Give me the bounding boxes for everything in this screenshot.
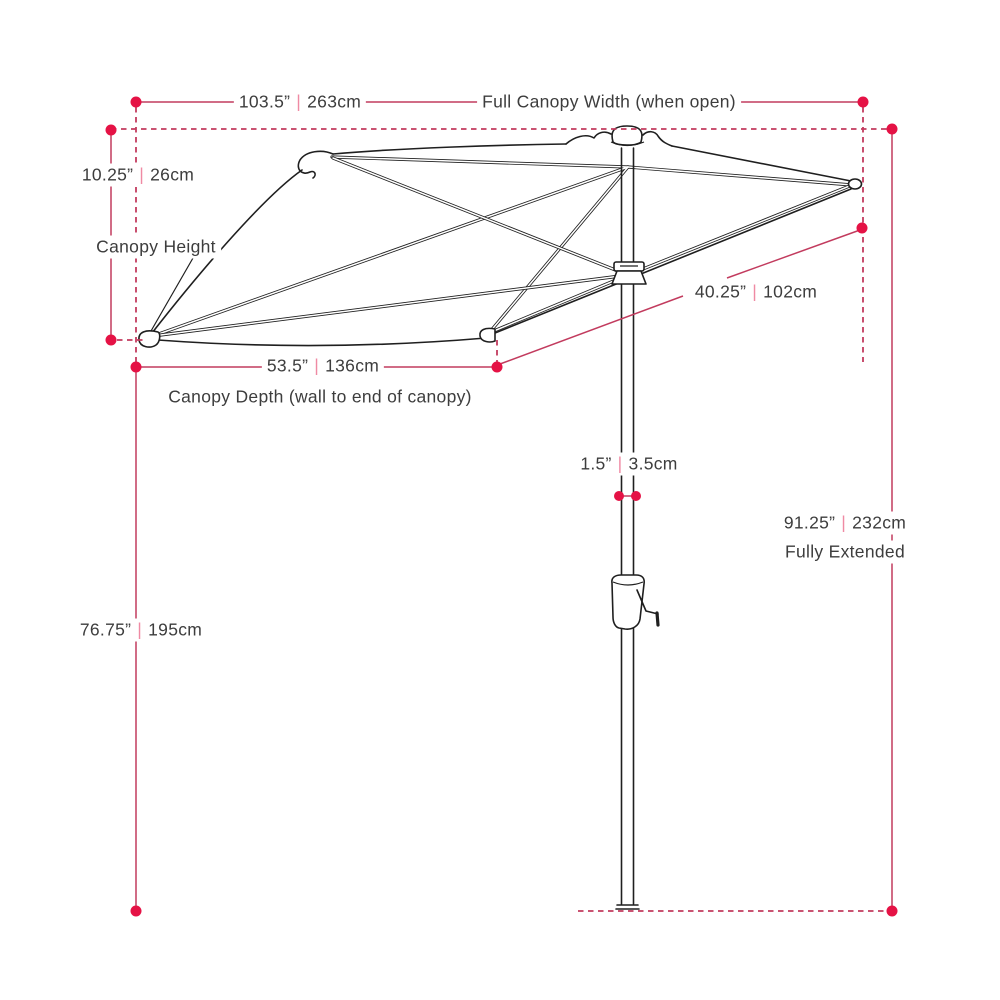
full-canopy-width-value: 103.5”|263cm: [233, 90, 367, 114]
full-canopy-width-caption: Full Canopy Width (when open): [477, 90, 741, 114]
dimension-dot: [130, 361, 142, 373]
cm-value: 136cm: [325, 355, 380, 376]
crank-arm: [636, 589, 659, 615]
crank-housing: [611, 574, 645, 630]
dimension-dot: [857, 96, 869, 108]
unit-separator: |: [139, 164, 145, 185]
diagonal-dim-line-a: [499, 295, 684, 365]
canopy-depth-caption: Canopy Depth (wall to end of canopy): [163, 385, 477, 409]
unit-separator: |: [617, 453, 623, 474]
umbrella-ribs: [151, 155, 854, 338]
left-tip-cap: [138, 330, 161, 348]
caption-text: Full Canopy Width (when open): [482, 91, 736, 112]
canopy-diagonal-value: 40.25”|102cm: [689, 280, 823, 304]
finial: [611, 125, 643, 146]
dimension-lines: [105, 96, 898, 917]
dimension-dot: [130, 96, 142, 108]
inches-value: 10.25”: [81, 164, 134, 185]
umbrella-canopy-outline: [151, 130, 852, 347]
canopy-height-leader-line: [150, 257, 194, 332]
inches-value: 1.5”: [580, 453, 612, 474]
unit-separator: |: [137, 619, 143, 640]
dimension-dot: [105, 124, 117, 136]
diagonal-dim-line-b: [726, 229, 861, 279]
cm-value: 263cm: [307, 91, 362, 112]
dimension-dot: [631, 491, 641, 501]
unit-separator: |: [296, 91, 302, 112]
dimension-dot: [856, 222, 868, 234]
cm-value: 195cm: [148, 619, 203, 640]
dimension-dot: [886, 123, 898, 135]
inches-value: 91.25”: [783, 512, 836, 533]
inches-value: 103.5”: [238, 91, 291, 112]
fully-extended-value: 91.25”|232cm: [778, 511, 912, 535]
inches-value: 76.75”: [79, 619, 132, 640]
pole-diameter-value: 1.5”|3.5cm: [575, 452, 683, 476]
fully-extended-caption: Fully Extended: [780, 540, 910, 564]
canopy-height-caption: Canopy Height: [91, 235, 221, 259]
pole-height-value: 76.75”|195cm: [74, 618, 208, 642]
inches-value: 53.5”: [266, 355, 309, 376]
dimension-dot: [491, 361, 503, 373]
inches-value: 40.25”: [694, 281, 747, 302]
right-tip-cap: [847, 178, 863, 190]
cm-value: 232cm: [852, 512, 907, 533]
dimension-dot: [614, 491, 624, 501]
dimension-dot: [886, 905, 898, 917]
cm-value: 102cm: [763, 281, 818, 302]
caption-text: Canopy Height: [96, 236, 216, 257]
caption-text: Canopy Depth (wall to end of canopy): [168, 386, 472, 407]
dimension-dot: [105, 334, 117, 346]
caption-text: Fully Extended: [785, 541, 905, 562]
dimension-endpoint-dots: [105, 96, 898, 917]
umbrella-fittings: [138, 125, 863, 630]
umbrella-line-art: [138, 125, 863, 910]
cm-value: 26cm: [150, 164, 195, 185]
unit-separator: |: [752, 281, 758, 302]
umbrella-struts: [151, 156, 854, 338]
dimension-dot: [130, 905, 142, 917]
crank-grip: [655, 611, 660, 627]
canopy-depth-value: 53.5”|136cm: [261, 354, 385, 378]
unit-separator: |: [841, 512, 847, 533]
hub-body: [611, 270, 647, 285]
cm-value: 3.5cm: [628, 453, 678, 474]
canopy-height-value: 10.25”|26cm: [76, 163, 200, 187]
front-tip-cap: [479, 327, 496, 343]
unit-separator: |: [314, 355, 320, 376]
